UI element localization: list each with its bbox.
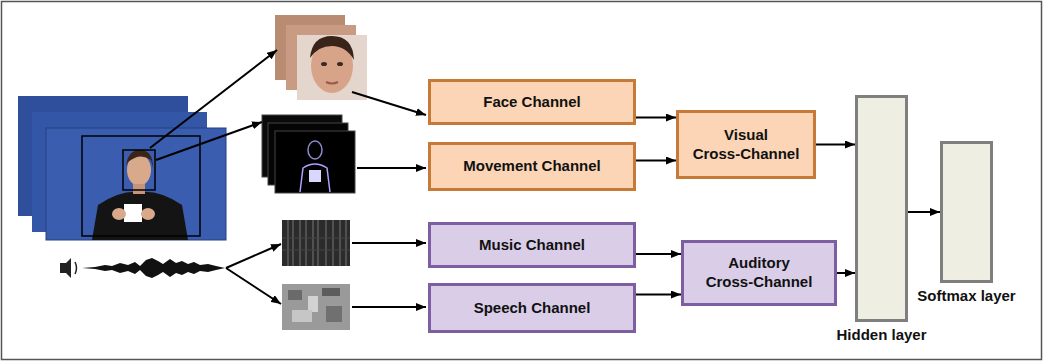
visual-channel-box: Movement Channel (428, 142, 636, 191)
connector-arrow (908, 211, 940, 213)
connector-arrow (636, 253, 681, 255)
connector-arrow (837, 272, 855, 274)
channel-label: Music Channel (475, 236, 589, 255)
channel-label: Face Channel (479, 93, 585, 112)
connector-arrow (636, 294, 681, 296)
channel-label: Visual Cross-Channel (679, 126, 813, 164)
layer-box: Hidden layer (855, 95, 908, 322)
cross-channel-box: Auditory Cross-Channel (681, 240, 837, 306)
layer-label: Hidden layer (836, 326, 926, 345)
connector-arrow (816, 144, 855, 146)
music-spectrogram (282, 220, 350, 266)
speech-spectrogram (282, 284, 350, 330)
audio-waveform (60, 258, 225, 278)
channel-label: Speech Channel (470, 299, 595, 318)
cross-channel-box: Visual Cross-Channel (676, 110, 816, 179)
auditory-channel-box: Music Channel (428, 222, 636, 268)
video-frames (18, 96, 226, 240)
auditory-channel-box: Speech Channel (428, 283, 636, 333)
layer-label: Softmax layer (917, 287, 1015, 306)
face-frames (275, 15, 367, 100)
layer-box: Softmax layer (940, 141, 993, 283)
channel-label: Auditory Cross-Channel (684, 254, 834, 292)
movement-frames (262, 115, 355, 193)
visual-channel-box: Face Channel (428, 79, 636, 125)
input-arrows (150, 50, 426, 307)
connector-arrow (636, 117, 676, 119)
connector-arrow (636, 160, 676, 162)
channel-label: Movement Channel (459, 157, 605, 176)
